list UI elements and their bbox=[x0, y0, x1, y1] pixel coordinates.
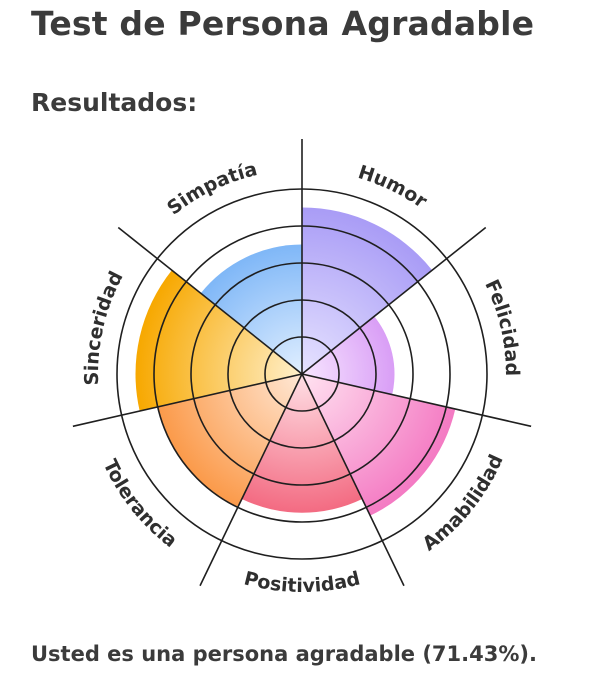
result-summary: Usted es una persona agradable (71.43%). bbox=[31, 642, 537, 666]
axis-label-tolerancia: Tolerancia bbox=[99, 456, 182, 552]
sector-positividad bbox=[241, 374, 363, 513]
grid-spoke bbox=[301, 226, 487, 375]
grid-spoke bbox=[301, 373, 532, 428]
axis-label-positividad: Positividad bbox=[242, 567, 362, 597]
sector-felicidad bbox=[302, 316, 395, 395]
page-title: Test de Persona Agradable bbox=[31, 4, 535, 43]
sector-humor bbox=[302, 207, 433, 374]
axis-label-sinceridad: Sinceridad bbox=[81, 268, 128, 386]
sector-amabilidad bbox=[302, 374, 456, 516]
grid-spoke bbox=[72, 373, 303, 428]
axis-label-simpatía: Simpatía bbox=[163, 158, 259, 219]
axis-label-humor: Humor bbox=[356, 161, 432, 213]
grid-spoke bbox=[117, 226, 303, 375]
sector-sinceridad bbox=[135, 270, 302, 412]
chart-grid bbox=[72, 139, 532, 587]
grid-spoke bbox=[301, 373, 405, 587]
grid-spoke bbox=[199, 373, 303, 587]
chart-sectors bbox=[135, 207, 456, 516]
sector-simpatía bbox=[200, 244, 302, 374]
axis-label-amabilidad: Amabilidad bbox=[419, 451, 508, 555]
personality-radial-chart: HumorFelicidadAmabilidadPositividadToler… bbox=[72, 139, 532, 597]
results-heading: Resultados: bbox=[31, 88, 198, 117]
